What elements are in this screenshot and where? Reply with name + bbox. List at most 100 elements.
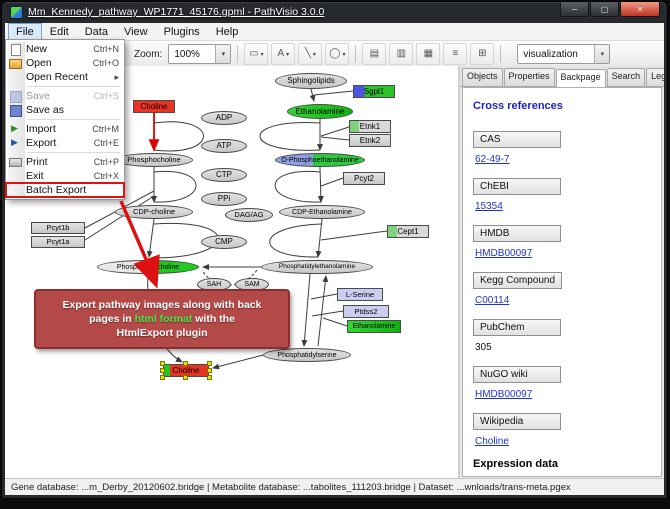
menu-file[interactable]: File [8, 23, 42, 40]
zoom-combobox[interactable]: 100% ▾ [168, 44, 232, 64]
minimize-button[interactable]: ─ [560, 2, 589, 17]
node-phosphatidylserine[interactable]: Phosphatidylserine [263, 348, 351, 362]
toolbar-separator [500, 45, 502, 63]
datanode-tool-button[interactable]: ▭▾ [244, 43, 269, 65]
tab-legend[interactable]: Legend [646, 68, 664, 86]
expression-data-label: Expression data [473, 458, 558, 470]
selection-handle[interactable] [207, 375, 212, 380]
xref-header-pubchem: PubChem [473, 319, 561, 336]
selection-handle[interactable] [160, 375, 165, 380]
shape-tool-button[interactable]: ◯▾ [325, 43, 350, 65]
tab-backpage[interactable]: Backpage [555, 69, 606, 87]
title-bar[interactable]: Mm_Kennedy_pathway_WP1771_45176.gpml - P… [2, 2, 667, 22]
node-phosphatidylcholine[interactable]: Phosphatidylcholine [97, 260, 199, 274]
node-ctp[interactable]: CTP [201, 168, 247, 182]
annotation-line-3: HtmlExport plugin [116, 327, 208, 339]
node-etnk1[interactable]: Etnk1 [349, 120, 391, 133]
status-bar: Gene database: ...m_Derby_20120602.bridg… [5, 478, 664, 495]
stack-icon: ≡ [452, 48, 459, 59]
node-ethanolamine-top[interactable]: Ethanolamine [287, 104, 353, 119]
tab-objects[interactable]: Objects [462, 68, 503, 86]
new-document-icon [8, 43, 23, 56]
xref-value-chebi[interactable]: 15354 [475, 201, 503, 212]
group-button[interactable]: ⊞ [470, 43, 495, 65]
xref-value-pubchem: 305 [475, 342, 492, 353]
tab-properties[interactable]: Properties [503, 68, 555, 86]
node-etnk2[interactable]: Etnk2 [349, 134, 391, 147]
selection-handle[interactable] [207, 361, 212, 366]
node-cdp-choline[interactable]: CDP-choline [115, 205, 193, 219]
label-tool-button[interactable]: A▾ [271, 43, 296, 65]
node-ptdss2[interactable]: Ptdss2 [343, 305, 389, 318]
status-text: Gene database: ...m_Derby_20120602.bridg… [11, 481, 571, 493]
node-sphingolipids[interactable]: Sphingolipids [275, 73, 347, 89]
node-dag[interactable]: DAG/AG [225, 208, 273, 222]
xref-header-kegg-compound: Kegg Compound [473, 272, 563, 289]
maximize-button[interactable]: ▢ [590, 2, 619, 17]
xref-value-kegg-compound[interactable]: C00114 [475, 295, 510, 306]
align-center-icon: ▦ [423, 48, 434, 59]
align-horizontal-button[interactable]: ▤ [362, 43, 387, 65]
menu-edit[interactable]: Edit [49, 25, 69, 38]
xref-header-hmdb: HMDB [473, 225, 561, 242]
menu-help[interactable]: Help [215, 25, 239, 38]
stack-button[interactable]: ≡ [443, 43, 468, 65]
xref-value-nugo-wiki[interactable]: HMDB00097 [475, 389, 533, 400]
menu-plugins[interactable]: Plugins [163, 25, 200, 38]
node-cmp[interactable]: CMP [201, 235, 247, 249]
annotation-line-1: Export pathway images along with back [62, 299, 262, 311]
file-menu-item-batch-export[interactable]: Batch Export [5, 182, 125, 198]
menu-separator [27, 86, 120, 87]
align-vertical-button[interactable]: ▥ [389, 43, 414, 65]
file-menu-item-open-recent[interactable]: Open Recent▸ [26, 71, 119, 83]
xref-value-hmdb[interactable]: HMDB00097 [475, 248, 533, 259]
node-pcyt1b[interactable]: Pcyt1b [31, 222, 85, 234]
close-button[interactable]: ✕ [620, 2, 660, 17]
node-sgpl1[interactable]: Sgpl1 [353, 85, 395, 98]
node-adp[interactable]: ADP [201, 111, 247, 125]
node-pcyt1a[interactable]: Pcyt1a [31, 236, 85, 248]
node-atp[interactable]: ATP [201, 139, 247, 153]
node-cept1[interactable]: Cept1 [387, 225, 429, 238]
line-tool-button[interactable]: ╲▾ [298, 43, 323, 65]
xref-value-cas[interactable]: 62-49-7 [475, 154, 510, 165]
selection-handle[interactable] [160, 367, 165, 373]
zoom-value: 100% [174, 48, 200, 60]
sidebar: ObjectsPropertiesBackpageSearchLegend Cr… [460, 66, 664, 479]
node-choline-top[interactable]: Choline [133, 100, 175, 113]
selection-handle[interactable] [183, 375, 188, 380]
visualization-dropdown-arrow[interactable]: ▾ [594, 45, 610, 63]
node-cdp-ethanolamine[interactable]: CDP-Ethanolamine [279, 205, 365, 219]
align-center-button[interactable]: ▦ [416, 43, 441, 65]
node-o-phosphoethanolamine[interactable]: O-Phosphoethanolamine [275, 153, 365, 167]
node-pcyt2[interactable]: Pcyt2 [343, 172, 385, 185]
file-menu-item-save-as[interactable]: Save as [6, 103, 124, 117]
node-phosphocholine[interactable]: Phosphocholine [115, 153, 193, 167]
visualization-combobox[interactable]: visualization ▾ [517, 44, 611, 64]
menu-view[interactable]: View [123, 25, 148, 38]
zoom-dropdown-arrow[interactable]: ▾ [215, 45, 231, 63]
backpage-title: Cross references [473, 100, 563, 112]
selection-handle[interactable] [207, 367, 212, 373]
node-phosphatidylethanolamine[interactable]: Phosphatidylethanolamine [261, 260, 373, 274]
node-l-serine[interactable]: L-Serine [337, 288, 383, 301]
group-icon: ⊞ [478, 48, 487, 59]
node-ppi[interactable]: PPi [201, 192, 247, 206]
selection-handle[interactable] [160, 361, 165, 366]
menu-data[interactable]: Data [84, 25, 108, 38]
selection-handle[interactable] [183, 361, 188, 366]
tab-search[interactable]: Search [606, 68, 646, 86]
sidebar-tabs: ObjectsPropertiesBackpageSearchLegend [460, 66, 664, 87]
xref-value-wikipedia[interactable]: Choline [475, 436, 509, 447]
node-ethanolamine-right[interactable]: Ethanolamine [347, 320, 401, 333]
